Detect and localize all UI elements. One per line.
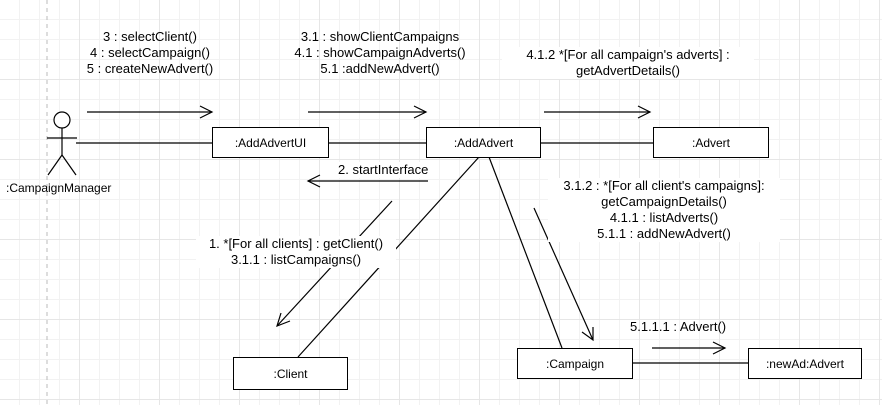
object-add-advert[interactable]: :AddAdvert	[426, 127, 541, 158]
object-add-advert-ui[interactable]: :AddAdvertUI	[212, 127, 329, 158]
arrow-addadvert-to-advert	[544, 105, 652, 119]
object-new-ad[interactable]: :newAd:Advert	[748, 348, 862, 379]
arrow-actor-to-ui	[87, 105, 214, 119]
link-addadvert-campaign	[488, 156, 563, 349]
message-addadvert-to-ui: 2. startInterface	[336, 162, 431, 178]
object-advert[interactable]: :Advert	[653, 127, 769, 158]
object-campaign[interactable]: :Campaign	[517, 348, 633, 379]
actor-figure[interactable]	[47, 111, 77, 176]
message-addadvert-to-advert: 4.1.2 *[For all campaign's adverts] : ge…	[502, 47, 754, 79]
arrow-addadvert-to-campaign	[533, 207, 594, 342]
message-ui-to-addadvert: 3.1 : showClientCampaigns 4.1 : showCamp…	[294, 29, 466, 76]
message-addadvert-to-campaign: 3.1.2 : *[For all client's campaigns]: g…	[548, 178, 780, 242]
actor-label: :CampaignManager	[6, 181, 112, 195]
arrow-addadvert-to-ui	[306, 174, 428, 188]
arrow-campaign-to-newad	[652, 341, 727, 355]
object-client[interactable]: :Client	[233, 357, 348, 390]
arrow-ui-to-addadvert	[308, 105, 428, 119]
message-actor-to-ui: 3 : selectClient() 4 : selectCampaign() …	[86, 29, 214, 76]
message-campaign-to-newad: 5.1.1.1 : Advert()	[630, 319, 727, 334]
message-addadvert-to-client: 1. *[For all clients] : getClient() 3.1.…	[196, 236, 396, 268]
